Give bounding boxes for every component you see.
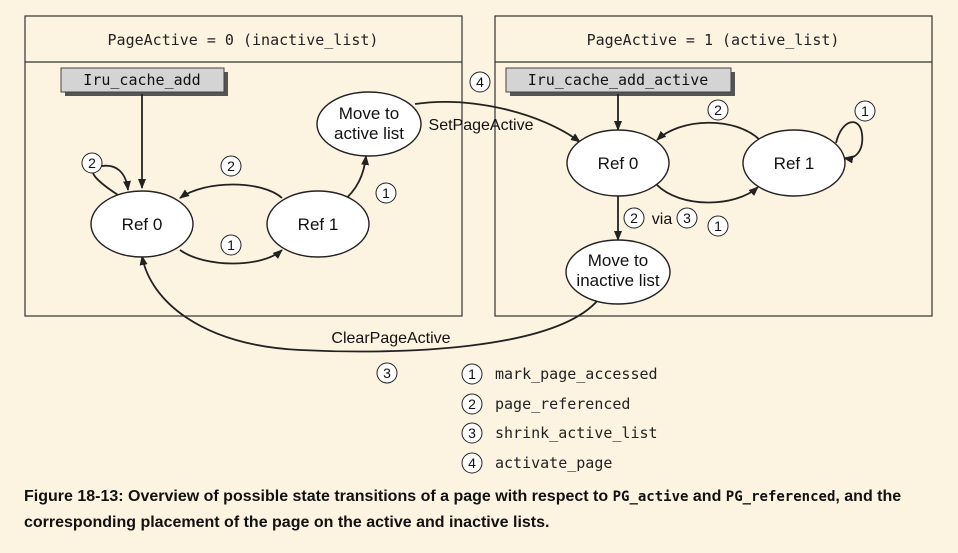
state-move-to-active: Move to active list — [316, 91, 422, 157]
edge-clear-page-active — [139, 255, 599, 353]
edge-set-page-active — [414, 101, 581, 143]
function-box-right: Iru_cache_add_active — [505, 67, 735, 96]
edge-left-ref0-to-ref1 — [179, 249, 283, 265]
svg-text:3: 3 — [383, 365, 391, 381]
state-move-to-inactive: Move to inactive list — [565, 239, 671, 305]
svg-text:2: 2 — [630, 210, 638, 226]
svg-text:1: 1 — [714, 218, 722, 234]
state-right-ref1: Ref 1 — [742, 129, 846, 197]
set-page-active-label: SetPageActive — [429, 117, 534, 134]
marker-1-right-forward: 1 — [707, 215, 729, 237]
svg-text:2: 2 — [88, 155, 96, 171]
markers: 2 2 1 1 4 2 1 2 — [81, 71, 876, 384]
svg-text:3: 3 — [468, 425, 476, 441]
marker-4-activate: 4 — [469, 71, 491, 93]
legend: 1 mark_page_accessed 2 page_referenced 3… — [461, 363, 658, 474]
caption-text: Figure 18-13: Overview of possible state… — [24, 488, 613, 505]
right-panel: PageActive = 1 (active_list) — [494, 15, 933, 317]
svg-text:1: 1 — [468, 366, 476, 382]
legend-item-4: 4 activate_page — [461, 452, 612, 474]
state-diagram: PageActive = 0 (inactive_list) PageActiv… — [24, 15, 933, 474]
svg-text:2: 2 — [227, 158, 235, 174]
edge-left-ref1-to-ref0 — [179, 183, 283, 199]
svg-text:3: 3 — [683, 210, 691, 226]
state-label: Ref 1 — [774, 154, 815, 173]
state-right-ref0: Ref 0 — [566, 129, 670, 197]
edge-left-ref1-to-move-active — [341, 155, 370, 203]
marker-3-clear: 3 — [376, 362, 398, 384]
figure-caption: Figure 18-13: Overview of possible state… — [24, 484, 934, 535]
marker-2-right-back: 2 — [707, 99, 729, 121]
legend-item-3: 3 shrink_active_list — [461, 422, 658, 444]
state-label: inactive list — [576, 271, 659, 290]
left-panel: PageActive = 0 (inactive_list) — [24, 15, 463, 317]
right-panel-title: PageActive = 1 (active_list) — [587, 31, 840, 49]
svg-text:2: 2 — [468, 396, 476, 412]
legend-item-2: 2 page_referenced — [461, 393, 630, 415]
marker-2-left-self: 2 — [81, 152, 103, 174]
legend-label: activate_page — [495, 454, 612, 472]
legend-label: shrink_active_list — [495, 424, 658, 442]
edge-right-ref0-to-ref1 — [656, 184, 759, 204]
edge-right-ref1-to-ref0 — [656, 121, 761, 141]
marker-3-right-down: 3 — [676, 207, 698, 229]
state-label: active list — [334, 124, 404, 143]
state-left-ref1: Ref 1 — [266, 190, 370, 258]
svg-text:1: 1 — [861, 103, 869, 119]
via-label: via — [652, 211, 673, 228]
edge-right-ref1-self-loop — [835, 121, 864, 164]
state-label: Ref 1 — [298, 215, 339, 234]
caption-code: PG_active — [612, 489, 689, 505]
left-panel-title: PageActive = 0 (inactive_list) — [108, 31, 379, 49]
edges — [91, 94, 864, 353]
marker-1-left-to-move: 1 — [375, 182, 397, 204]
legend-item-1: 1 mark_page_accessed — [461, 363, 658, 385]
legend-label: page_referenced — [495, 395, 630, 413]
clear-page-active-label: ClearPageActive — [331, 330, 450, 347]
legend-label: mark_page_accessed — [495, 365, 658, 383]
function-label-right: Iru_cache_add_active — [528, 71, 709, 89]
function-box-left: Iru_cache_add — [60, 67, 228, 96]
marker-2-right-down: 2 — [623, 207, 645, 229]
marker-2-left-back: 2 — [220, 155, 242, 177]
marker-1-left-forward: 1 — [220, 234, 242, 256]
state-label: Move to — [588, 251, 648, 270]
caption-text: and — [688, 488, 726, 505]
state-label: Move to — [339, 104, 399, 123]
svg-text:2: 2 — [714, 102, 722, 118]
svg-text:1: 1 — [227, 237, 235, 253]
state-label: Ref 0 — [122, 215, 163, 234]
state-left-ref0: Ref 0 — [90, 190, 194, 258]
caption-code: PG_referenced — [725, 489, 836, 505]
marker-1-right-self: 1 — [854, 100, 876, 122]
function-label-left: Iru_cache_add — [83, 71, 200, 89]
state-label: Ref 0 — [598, 154, 639, 173]
svg-text:1: 1 — [382, 185, 390, 201]
svg-text:4: 4 — [468, 455, 476, 471]
svg-text:4: 4 — [476, 74, 484, 90]
caption-text: , and the corresponding placement of the… — [24, 488, 902, 531]
